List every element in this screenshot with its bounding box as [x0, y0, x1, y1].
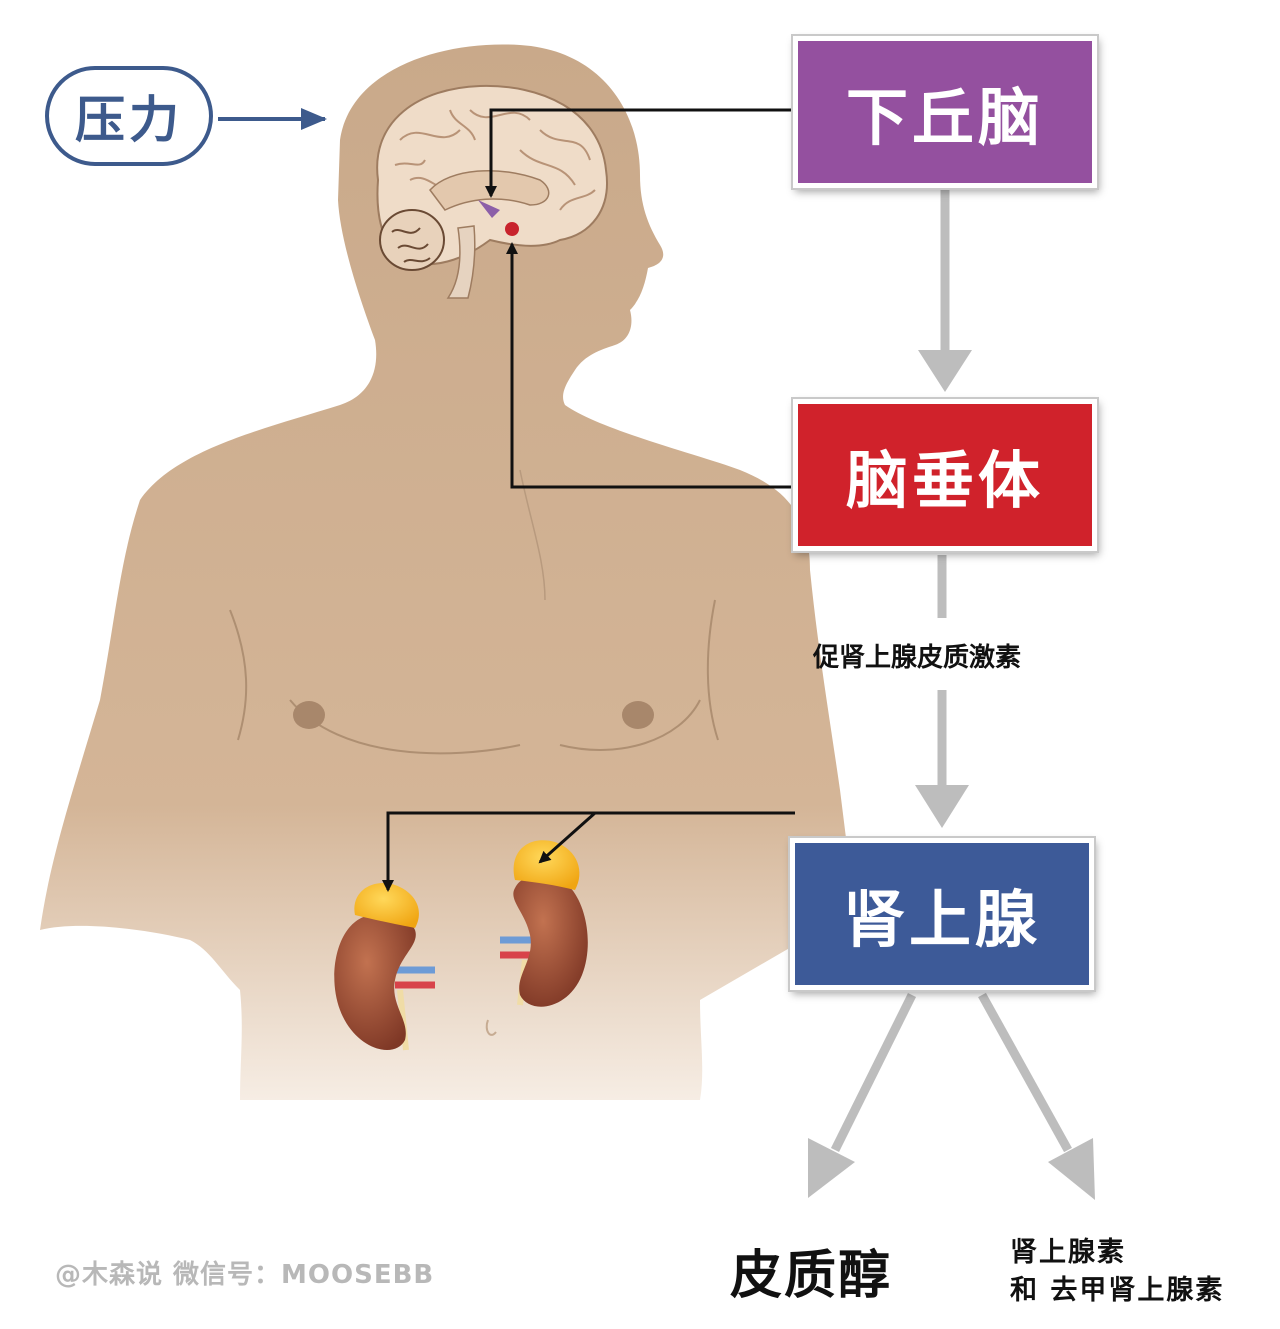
epinephrine-label: 肾上腺素	[1010, 1237, 1126, 1268]
adrenal-right-connector-arrow	[538, 811, 596, 864]
kidney-right-icon	[500, 840, 588, 1007]
pituitary-connector-arrow	[506, 242, 793, 489]
pituitary-box: 脑垂体	[793, 399, 1097, 551]
adrenal-box: 肾上腺	[790, 838, 1094, 990]
hypothalamus-box: 下丘脑	[793, 36, 1097, 188]
adrenal-to-cortisol-arrow	[808, 992, 917, 1198]
adrenal-left-connector-arrow	[382, 811, 795, 892]
watermark: @木森说 微信号：MOOSEBB	[55, 1260, 435, 1290]
stress-label: 压力	[45, 66, 213, 166]
hypothalamus-connector-arrow	[485, 108, 793, 198]
kidney-left-icon	[334, 883, 435, 1051]
adrenal-to-epinephrine-arrow	[978, 992, 1095, 1200]
cortisol-label: 皮质醇	[730, 1246, 893, 1306]
acth-label: 促肾上腺皮质激素	[813, 643, 1022, 673]
norepinephrine-label: 和 去甲肾上腺素	[1010, 1275, 1225, 1306]
pituitary-to-adrenal-arrow	[915, 555, 969, 828]
hypothalamus-to-pituitary-arrow	[918, 190, 972, 392]
